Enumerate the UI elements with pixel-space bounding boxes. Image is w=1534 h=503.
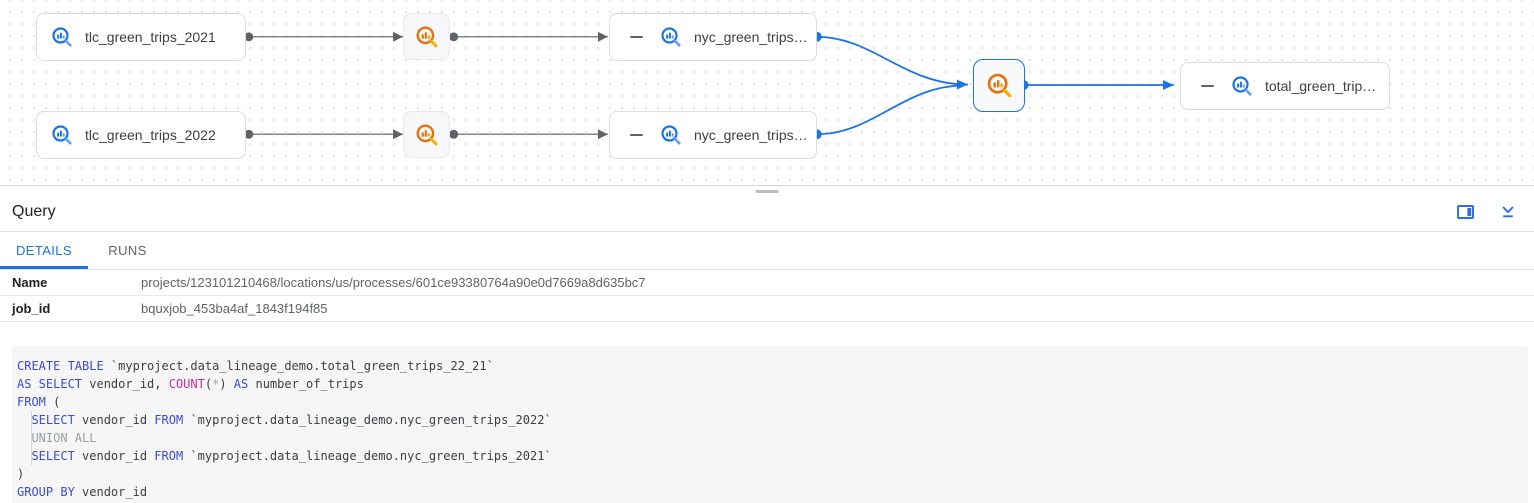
detail-row-name: Name projects/123101210468/locations/us/… bbox=[0, 270, 1534, 296]
collapse-node-icon[interactable] bbox=[1201, 85, 1214, 87]
node-tlc-green-trips-2021[interactable]: tlc_green_trips_2021 bbox=[36, 13, 246, 61]
lineage-graph-canvas[interactable]: tlc_green_trips_2021 tlc_green_trips_202… bbox=[0, 0, 1534, 186]
bigquery-table-icon bbox=[661, 27, 681, 47]
tab-runs[interactable]: RUNS bbox=[88, 232, 167, 269]
collapse-panel-icon bbox=[1502, 205, 1514, 217]
node-nyc-green-trips-2021[interactable]: nyc_green_trips… bbox=[609, 13, 817, 61]
sql-code-block: CREATE TABLE `myproject.data_lineage_dem… bbox=[12, 346, 1528, 503]
detail-label: job_id bbox=[12, 301, 51, 316]
tab-details[interactable]: DETAILS bbox=[0, 232, 88, 269]
panel-header: Query bbox=[0, 186, 1534, 232]
bigquery-query-icon bbox=[987, 73, 1011, 98]
panel-tabbar: DETAILS RUNS bbox=[0, 232, 1534, 270]
sql-code-text: CREATE TABLE `myproject.data_lineage_dem… bbox=[17, 359, 552, 499]
collapse-node-icon[interactable] bbox=[630, 134, 643, 136]
bigquery-table-icon bbox=[52, 27, 72, 47]
bigquery-query-icon bbox=[416, 26, 437, 47]
query-details-panel: Query DETAILS RUNS bbox=[0, 186, 1534, 503]
bigquery-table-icon bbox=[661, 125, 681, 145]
detail-label: Name bbox=[12, 275, 48, 290]
open-side-panel-button[interactable] bbox=[1455, 203, 1476, 221]
node-query-process-1[interactable] bbox=[403, 13, 450, 60]
detail-value: bquxjob_453ba4af_1843f194f85 bbox=[141, 301, 328, 316]
open-side-panel-icon bbox=[1457, 204, 1474, 219]
collapse-node-icon[interactable] bbox=[630, 36, 643, 38]
node-query-process-2[interactable] bbox=[403, 111, 450, 158]
bigquery-table-icon bbox=[52, 125, 72, 145]
collapse-panel-button[interactable] bbox=[1498, 203, 1518, 221]
detail-value: projects/123101210468/locations/us/proce… bbox=[141, 275, 646, 290]
panel-resize-handle[interactable] bbox=[755, 190, 779, 193]
detail-row-job-id: job_id bquxjob_453ba4af_1843f194f85 bbox=[0, 296, 1534, 322]
node-query-process-selected[interactable] bbox=[973, 59, 1025, 112]
node-label: total_green_trip… bbox=[1265, 78, 1377, 94]
node-nyc-green-trips-2022[interactable]: nyc_green_trips… bbox=[609, 111, 817, 159]
node-label: tlc_green_trips_2021 bbox=[85, 29, 216, 45]
panel-title: Query bbox=[12, 202, 56, 220]
node-label: nyc_green_trips… bbox=[694, 127, 808, 143]
node-tlc-green-trips-2022[interactable]: tlc_green_trips_2022 bbox=[36, 111, 246, 159]
indent-guide bbox=[31, 411, 32, 465]
bigquery-query-icon bbox=[416, 124, 437, 145]
node-label: nyc_green_trips… bbox=[694, 29, 808, 45]
bigquery-table-icon bbox=[1232, 76, 1252, 96]
node-label: tlc_green_trips_2022 bbox=[85, 127, 216, 143]
node-total-green-trips[interactable]: total_green_trip… bbox=[1180, 62, 1390, 110]
